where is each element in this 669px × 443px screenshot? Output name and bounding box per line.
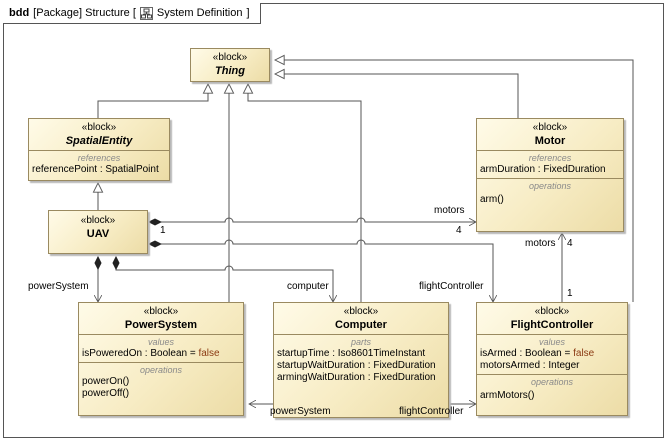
block-name: Motor bbox=[534, 135, 566, 147]
compartment-title: values bbox=[538, 337, 565, 347]
composition-uav-flightcontroller[interactable] bbox=[149, 239, 493, 302]
part-item: armingWaitDuration : FixedDuration bbox=[277, 372, 436, 383]
multiplicity-uav: 1 bbox=[160, 225, 166, 236]
block-name: FlightController bbox=[510, 319, 594, 331]
block-name: SpatialEntity bbox=[65, 135, 133, 147]
frame-title: [Package] Structure [ bbox=[33, 7, 136, 19]
default-value: false bbox=[573, 348, 595, 359]
role-label-flightcontroller: flightController bbox=[419, 281, 484, 292]
compartment-title: operations bbox=[139, 365, 183, 375]
stereotype: «block» bbox=[534, 306, 570, 317]
block-computer[interactable]: «block» Computer parts startupTime : Iso… bbox=[273, 302, 449, 418]
stereotype: «block» bbox=[532, 122, 568, 133]
role-label-flightcontroller-bottom: flightController bbox=[399, 406, 464, 417]
compartment-title: operations bbox=[530, 377, 574, 387]
compartment-title: values bbox=[147, 337, 174, 347]
stereotype: «block» bbox=[81, 122, 117, 133]
compartment-title: operations bbox=[528, 181, 572, 191]
frame-close-bracket: ] bbox=[246, 7, 250, 19]
stereotype: «block» bbox=[343, 306, 379, 317]
block-motor[interactable]: «block» Motor references armDuration : F… bbox=[476, 118, 624, 232]
role-label-motors: motors bbox=[434, 205, 465, 216]
block-name: UAV bbox=[86, 228, 110, 240]
compartment-title: parts bbox=[350, 337, 371, 347]
block-spatial-entity[interactable]: «block» SpatialEntity references referen… bbox=[28, 118, 170, 181]
default-value: false bbox=[198, 348, 220, 359]
part-item: startupWaitDuration : FixedDuration bbox=[277, 360, 436, 371]
generalization-flightcontroller-thing[interactable] bbox=[275, 60, 634, 302]
block-flight-controller[interactable]: «block» FlightController values isArmed … bbox=[476, 302, 628, 416]
generalization-spatialentity-thing[interactable] bbox=[97, 84, 208, 118]
operation-item: powerOff() bbox=[82, 388, 130, 399]
composition-uav-computer[interactable] bbox=[116, 257, 333, 302]
block-name: Computer bbox=[335, 319, 387, 331]
frame-kind: bdd bbox=[9, 7, 30, 19]
composition-uav-motors[interactable] bbox=[149, 217, 476, 222]
compartment-title: references bbox=[77, 153, 121, 163]
value-name: isPoweredOn : Boolean = bbox=[82, 348, 196, 359]
operation-item: arm() bbox=[480, 194, 504, 205]
generalization-computer-thing[interactable] bbox=[248, 84, 362, 302]
stereotype: «block» bbox=[143, 306, 179, 317]
value-item: isArmed : Boolean = false bbox=[480, 348, 624, 360]
reference-item: armDuration : FixedDuration bbox=[480, 164, 606, 175]
value-item: motorsArmed : Integer bbox=[480, 360, 580, 371]
generalization-motor-thing[interactable] bbox=[275, 74, 519, 118]
compartment-title: references bbox=[528, 153, 572, 163]
diagram-name: System Definition bbox=[156, 7, 243, 19]
role-label-powersystem: powerSystem bbox=[28, 281, 89, 292]
reference-item: referencePoint : SpatialPoint bbox=[32, 164, 159, 175]
frame-header: bdd [Package] Structure [ System Definit… bbox=[3, 3, 261, 24]
multiplicity-motors: 4 bbox=[456, 225, 462, 236]
value-item: isPoweredOn : Boolean = false bbox=[82, 348, 240, 360]
stereotype: «block» bbox=[80, 215, 116, 226]
multiplicity-fc-motors: 4 bbox=[567, 238, 573, 249]
diagram-icon bbox=[139, 6, 153, 20]
block-power-system[interactable]: «block» PowerSystem values isPoweredOn :… bbox=[78, 302, 244, 416]
operation-item: armMotors() bbox=[480, 390, 535, 401]
block-thing[interactable]: «block» Thing bbox=[190, 48, 270, 82]
stereotype: «block» bbox=[212, 52, 248, 63]
role-label-motors-fc: motors bbox=[525, 238, 556, 249]
role-label-powersystem-bottom: powerSystem bbox=[270, 406, 331, 417]
value-name: isArmed : Boolean = bbox=[480, 348, 571, 359]
multiplicity-fc: 1 bbox=[567, 288, 573, 299]
operation-item: powerOn() bbox=[82, 376, 130, 387]
part-item: startupTime : Iso8601TimeInstant bbox=[277, 348, 426, 359]
block-name: PowerSystem bbox=[124, 319, 198, 331]
block-name: Thing bbox=[215, 65, 245, 77]
role-label-computer: computer bbox=[287, 281, 329, 292]
block-uav[interactable]: «block» UAV bbox=[48, 210, 148, 254]
diagram-frame bbox=[3, 3, 664, 438]
